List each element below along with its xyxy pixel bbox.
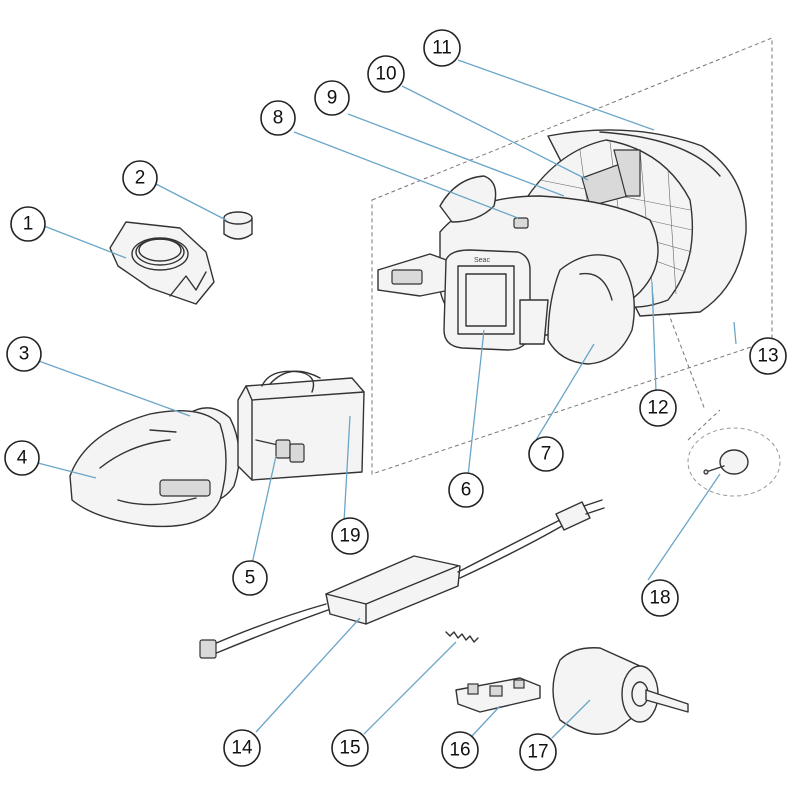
assembly-envelope <box>371 37 773 475</box>
callout-13: 13 <box>749 337 787 375</box>
callout-12-label: 12 <box>647 398 668 419</box>
leader-lines <box>33 59 737 739</box>
scooter-main-body <box>377 129 747 365</box>
callout-2-label: 2 <box>135 168 146 189</box>
callout-13-label: 13 <box>757 346 778 367</box>
callouts: 1 2 3 4 5 6 7 8 9 10 11 12 13 14 15 16 1… <box>4 29 787 771</box>
callout-18: 18 <box>641 579 679 617</box>
callout-14: 14 <box>223 729 261 767</box>
part-17-motor <box>552 647 689 735</box>
callout-11-label: 11 <box>432 38 452 59</box>
callout-9: 9 <box>314 80 350 116</box>
callout-5: 5 <box>232 560 268 596</box>
part-4-nose-cone <box>69 409 227 528</box>
callout-1: 1 <box>10 206 46 242</box>
callout-4-label: 4 <box>17 448 28 469</box>
brand-mark: Seac <box>474 257 490 264</box>
callout-10: 10 <box>367 55 405 93</box>
callout-16-label: 16 <box>449 740 470 761</box>
part-16-circuit-board <box>455 677 541 713</box>
callout-19: 19 <box>331 517 369 555</box>
callout-10-label: 10 <box>375 64 396 85</box>
callout-17-label: 17 <box>527 742 548 763</box>
callout-7-label: 7 <box>541 444 552 465</box>
part-1-clip-plate <box>109 221 215 305</box>
callout-6-label: 6 <box>461 480 472 501</box>
callout-11: 11 <box>423 29 461 67</box>
callout-19-label: 19 <box>339 526 360 547</box>
callout-3-label: 3 <box>19 344 30 365</box>
callout-9-label: 9 <box>327 88 338 109</box>
callout-4: 4 <box>4 440 40 476</box>
callout-17: 17 <box>519 733 557 771</box>
callout-8-label: 8 <box>273 108 284 129</box>
callout-15-label: 15 <box>339 738 360 759</box>
callout-7: 7 <box>528 436 564 472</box>
callout-2: 2 <box>122 160 158 196</box>
callout-8: 8 <box>260 100 296 136</box>
callout-18-label: 18 <box>649 588 670 609</box>
part-14-charger <box>199 499 605 659</box>
callout-16: 16 <box>441 731 479 769</box>
callout-15: 15 <box>331 729 369 767</box>
callout-5-label: 5 <box>245 568 256 589</box>
part-18-detail <box>687 427 781 497</box>
callout-1-label: 1 <box>23 214 34 235</box>
part-19-battery <box>237 370 365 481</box>
callout-14-label: 14 <box>231 738 253 759</box>
callout-12: 12 <box>639 389 677 427</box>
callout-3: 3 <box>6 336 42 372</box>
callout-6: 6 <box>448 472 484 508</box>
part-2-cap <box>223 211 253 240</box>
part-15-spring <box>445 631 479 643</box>
